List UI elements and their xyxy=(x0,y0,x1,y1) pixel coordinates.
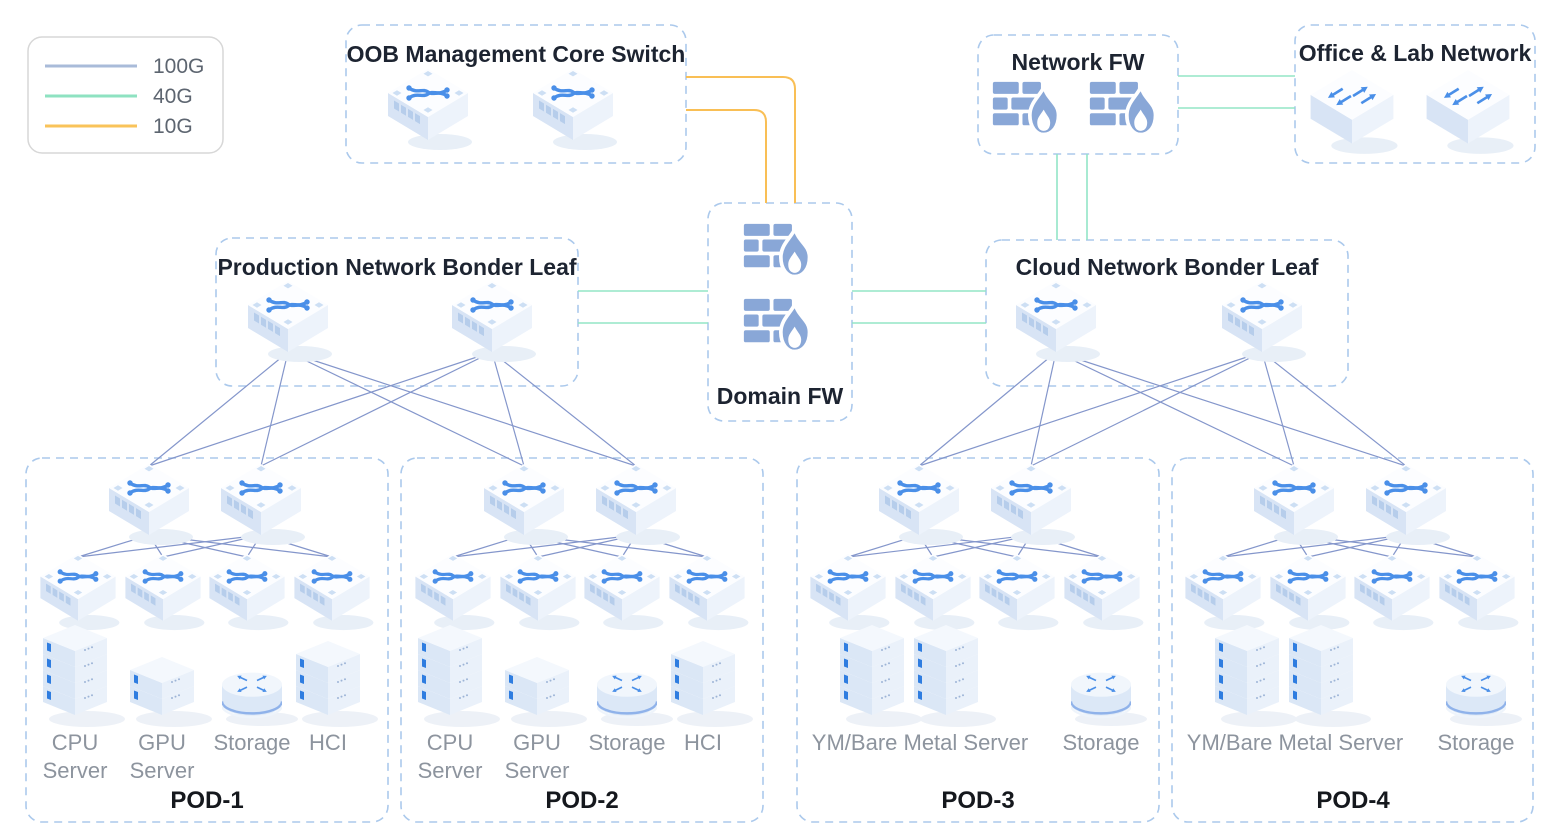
device-label: Server xyxy=(505,758,570,783)
pod-2: CPU Server GPU Server Storage HCI POD-2 xyxy=(413,462,753,814)
bare-metal-server-icon xyxy=(914,625,996,727)
device-label: Server xyxy=(130,758,195,783)
group-box-pod-3 xyxy=(796,457,1160,823)
storage-icon xyxy=(1446,673,1522,726)
device-label: CPU xyxy=(52,730,98,755)
legend-label-10g: 10G xyxy=(153,115,193,138)
device-label: YM/Bare Metal Server xyxy=(1187,730,1403,755)
device-label: Storage xyxy=(1062,730,1139,755)
link-100g xyxy=(260,351,289,467)
group-box-pod-2 xyxy=(400,457,764,823)
device-label: Storage xyxy=(213,730,290,755)
link-100g xyxy=(287,351,637,467)
link-100g xyxy=(491,351,637,467)
device-label: GPU xyxy=(138,730,186,755)
device-label: Server xyxy=(418,758,483,783)
links-40g xyxy=(578,75,1295,324)
oob-title: OOB Management Core Switch xyxy=(347,41,686,67)
pod-4: YM/Bare Metal Server Storage POD-4 xyxy=(1183,462,1522,814)
pod-name: POD-2 xyxy=(545,787,618,814)
production-leaf-title: Production Network Bonder Leaf xyxy=(217,254,576,280)
legend: 100G 40G 10G xyxy=(27,36,224,154)
device-label: HCI xyxy=(684,730,722,755)
pod-name: POD-3 xyxy=(941,787,1014,814)
links-100g-bonder xyxy=(148,351,1407,467)
storage-icon xyxy=(597,673,673,726)
link-100g xyxy=(1055,351,1295,467)
device-label: Server xyxy=(43,758,108,783)
bare-metal-server-icon xyxy=(1289,625,1371,727)
device-label: YM/Bare Metal Server xyxy=(812,730,1028,755)
link-10g xyxy=(686,76,796,203)
bare-metal-server-icon xyxy=(840,625,922,727)
pod-3: YM/Bare Metal Server Storage POD-3 xyxy=(808,462,1147,814)
link-100g xyxy=(1030,351,1057,467)
link-10g xyxy=(686,109,767,203)
cloud-leaf-title: Cloud Network Bonder Leaf xyxy=(1016,254,1319,280)
hci-server-icon xyxy=(296,641,378,727)
gpu-server-icon xyxy=(505,657,587,727)
links-10g xyxy=(686,76,796,203)
link-100g xyxy=(287,351,525,467)
link-100g xyxy=(1261,351,1407,467)
link-100g xyxy=(1261,351,1295,467)
pod-name: POD-4 xyxy=(1316,787,1390,814)
link-100g xyxy=(260,351,493,467)
link-100g xyxy=(918,351,1057,467)
device-label: Storage xyxy=(1437,730,1514,755)
office-lab-title: Office & Lab Network xyxy=(1299,40,1532,66)
gpu-server-icon xyxy=(130,657,212,727)
link-100g xyxy=(491,351,525,467)
link-100g xyxy=(148,351,289,467)
storage-icon xyxy=(222,673,298,726)
bare-metal-server-icon xyxy=(1215,625,1297,727)
hci-server-icon xyxy=(671,641,753,727)
legend-label-40g: 40G xyxy=(153,85,193,108)
link-100g xyxy=(148,351,493,467)
link-100g xyxy=(1055,351,1407,467)
network-fw-title: Network FW xyxy=(1012,49,1145,75)
legend-label-100g: 100G xyxy=(153,55,204,78)
link-100g xyxy=(918,351,1263,467)
device-label: Storage xyxy=(588,730,665,755)
device-label: GPU xyxy=(513,730,561,755)
device-label: HCI xyxy=(309,730,347,755)
link-100g xyxy=(1030,351,1263,467)
domain-fw-title: Domain FW xyxy=(717,383,844,409)
pod-name: POD-1 xyxy=(170,787,243,814)
group-box-pod-1 xyxy=(25,457,389,823)
cpu-server-icon xyxy=(43,625,125,727)
cpu-server-icon xyxy=(418,625,500,727)
pod-1: CPU Server GPU Server Storage HCI POD-1 xyxy=(38,462,378,814)
device-label: CPU xyxy=(427,730,473,755)
storage-icon xyxy=(1071,673,1147,726)
